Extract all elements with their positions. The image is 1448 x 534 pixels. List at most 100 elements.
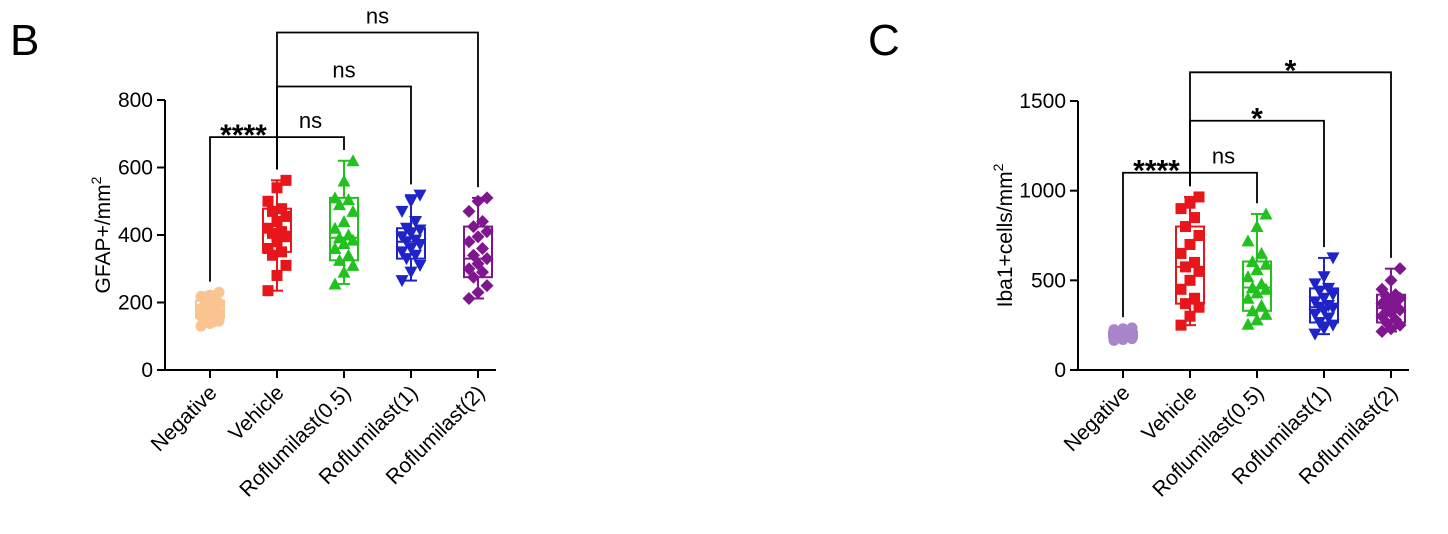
data-point: [1308, 308, 1322, 321]
data-point: [467, 220, 480, 234]
data-point: [1193, 230, 1205, 241]
data-point: [195, 290, 207, 302]
data-point: [1241, 317, 1255, 330]
significance-label: ****: [1133, 155, 1180, 188]
data-point: [462, 291, 476, 305]
y-tick-label: 1500: [1019, 90, 1066, 113]
box-series-3: [395, 189, 427, 288]
box-series-4: [1375, 262, 1407, 338]
data-point: [1193, 191, 1205, 203]
data-point: [480, 191, 494, 205]
data-point: [1389, 288, 1402, 302]
data-point: [404, 195, 418, 208]
data-point: [480, 225, 494, 239]
y-tick-label: 0: [1054, 359, 1066, 382]
data-point: [1180, 261, 1191, 273]
bracket-line: [1122, 171, 1191, 318]
data-point: [471, 285, 485, 299]
data-point: [204, 289, 216, 301]
data-point: [1189, 212, 1200, 224]
box-series-2: [328, 154, 360, 290]
data-point: [404, 243, 418, 255]
data-point: [1255, 246, 1268, 259]
data-point: [409, 249, 422, 262]
x-tick-label: Negative: [147, 381, 222, 456]
data-point: [337, 265, 351, 278]
data-point: [395, 246, 409, 259]
data-point: [276, 246, 287, 258]
y-axis-label-text: GFAP+/mm: [92, 184, 115, 293]
data-point: [462, 204, 476, 218]
data-point: [328, 221, 342, 234]
data-point: [1259, 307, 1273, 320]
significance-label: ****: [220, 119, 267, 152]
data-point: [346, 154, 360, 167]
data-point: [1250, 220, 1264, 233]
data-point: [1259, 207, 1273, 220]
bracket-line: [276, 31, 479, 188]
data-point: [1184, 274, 1196, 286]
y-tick-label: 600: [118, 157, 153, 180]
x-tick-label: Negative: [1060, 381, 1135, 456]
data-point: [400, 222, 413, 235]
significance-label: ns: [366, 4, 389, 29]
panel-letter: C: [868, 16, 900, 65]
data-point: [1175, 247, 1187, 259]
data-point: [1322, 299, 1335, 312]
data-point: [1246, 255, 1259, 268]
data-point: [280, 210, 292, 222]
data-point: [1317, 292, 1331, 305]
data-point: [413, 189, 427, 202]
data-point: [1384, 273, 1398, 287]
data-point: [280, 259, 292, 271]
data-point: [1250, 263, 1264, 276]
data-point: [213, 286, 225, 298]
data-point: [333, 198, 346, 211]
data-point: [1250, 313, 1264, 326]
data-point: [1255, 298, 1268, 311]
data-point: [462, 235, 476, 249]
data-point: [1322, 312, 1335, 325]
y-tick-label: 800: [118, 89, 153, 112]
data-point: [400, 253, 413, 266]
data-point: [413, 224, 427, 237]
y-tick-label: 1000: [1019, 180, 1066, 203]
data-point: [1326, 252, 1340, 265]
box-series-3: [1308, 252, 1340, 341]
data-point: [342, 248, 355, 261]
data-point: [1184, 197, 1196, 209]
data-point: [476, 242, 489, 255]
x-tick-label: Vehicle: [1137, 381, 1201, 445]
y-tick-label: 500: [1031, 269, 1066, 292]
data-point: [328, 191, 342, 204]
data-point: [1180, 221, 1191, 233]
data-point: [462, 262, 476, 276]
data-point: [476, 215, 489, 228]
data-point: [1241, 270, 1255, 283]
data-point: [1375, 282, 1389, 296]
data-point: [1246, 281, 1259, 294]
data-point: [1117, 323, 1129, 335]
significance-label: *: [1251, 103, 1263, 136]
y-axis-label-superscript: 2: [88, 176, 104, 184]
data-point: [395, 205, 409, 218]
data-point: [1175, 319, 1187, 331]
bracket-line: [276, 136, 345, 170]
y-tick-label: 0: [141, 359, 153, 382]
data-point: [1259, 257, 1273, 270]
data-point: [337, 215, 351, 227]
data-point: [271, 236, 283, 248]
data-point: [280, 174, 292, 186]
significance-bracket: *: [1189, 54, 1392, 258]
data-point: [1308, 296, 1322, 309]
data-point: [1180, 298, 1191, 310]
y-axis-label: Iba1+cells/mm2: [990, 163, 1017, 307]
significance-label: ns: [299, 108, 322, 133]
data-point: [1308, 328, 1322, 341]
y-tick-label: 200: [118, 292, 153, 315]
data-point: [395, 231, 409, 244]
significance-bracket: ns: [276, 4, 479, 188]
data-point: [271, 270, 283, 281]
data-point: [471, 230, 485, 244]
